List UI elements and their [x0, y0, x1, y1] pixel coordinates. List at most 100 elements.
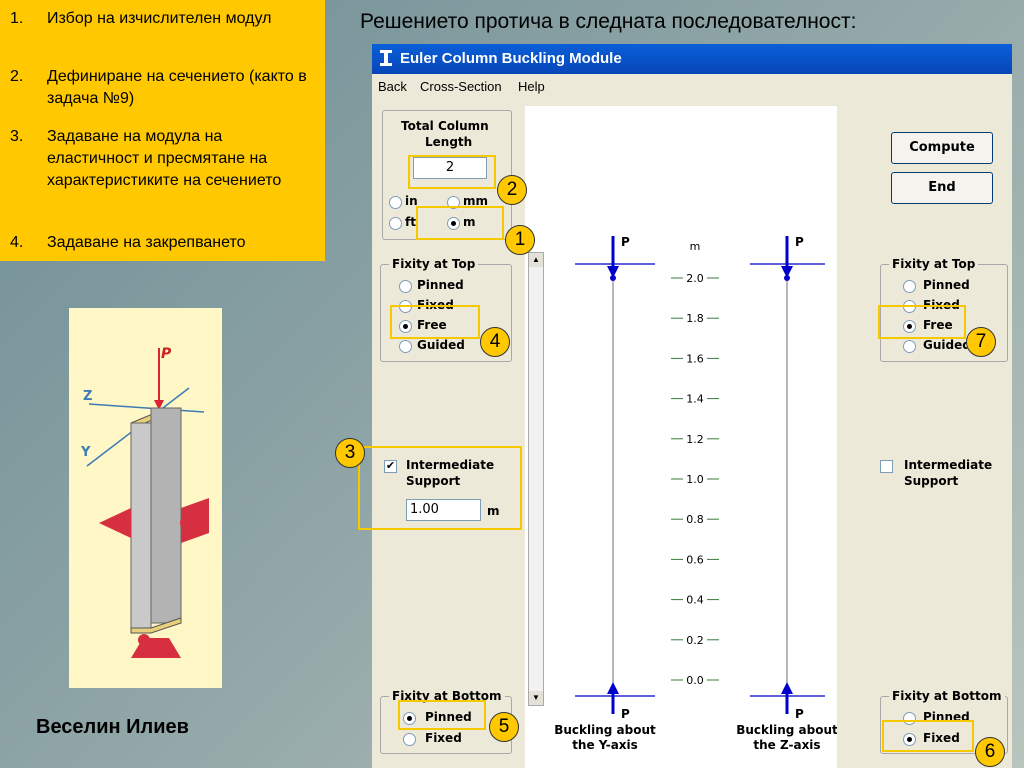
- right-fixity-top-group: Fixity at Top Pinned Fixed Free Guided: [880, 257, 1008, 362]
- intermediate-support-input[interactable]: 1.00: [406, 499, 481, 521]
- left-top-free-radio[interactable]: [399, 320, 412, 333]
- right-top-pinned-radio[interactable]: [903, 280, 916, 293]
- right-top-free-label: Free: [923, 318, 953, 332]
- column-illustration: P Z Y: [69, 308, 222, 688]
- plot-scrollbar[interactable]: ▲ ▼: [528, 252, 544, 706]
- highlight-left-top: [390, 305, 480, 339]
- scale-tick-label: 0.4: [686, 594, 704, 607]
- left-top-pinned-label: Pinned: [417, 278, 464, 292]
- badge-6: 6: [975, 737, 1005, 767]
- buckling-plot: 2.01.81.61.41.21.00.80.60.40.20.0 m P P …: [554, 235, 838, 752]
- length-title-line1: Total Column: [401, 119, 489, 133]
- badge-5: 5: [489, 712, 519, 742]
- scroll-down-icon[interactable]: ▼: [529, 691, 543, 705]
- scale-tick-label: 1.4: [686, 393, 704, 406]
- right-bottom-reaction-label: P: [795, 707, 804, 721]
- left-fixity-bottom-group: Fixity at Bottom Pinned Fixed: [380, 689, 512, 754]
- right-intermediate-support-checkbox[interactable]: [880, 460, 893, 473]
- right-top-guided-label: Guided: [923, 338, 971, 352]
- left-bottom-reaction-label: P: [621, 707, 630, 721]
- window-title: Euler Column Buckling Module: [400, 50, 622, 67]
- highlight-units: [416, 206, 504, 240]
- author-name: Веселин Илиев: [36, 716, 189, 738]
- left-top-guided-radio[interactable]: [399, 340, 412, 353]
- right-bottom-fixed-radio[interactable]: [903, 733, 916, 746]
- intermediate-support-checkbox[interactable]: ✔: [384, 460, 397, 473]
- scale-tick-label: 1.2: [686, 433, 704, 446]
- menu-cross-section[interactable]: Cross-Section: [420, 79, 502, 94]
- scale-unit-label: m: [690, 240, 701, 253]
- right-intermediate-label-line1: Intermediate: [904, 458, 993, 472]
- left-bottom-pinned-label: Pinned: [425, 710, 472, 724]
- left-fixity-top-group: Fixity at Top Pinned Fixed Free Guided: [380, 257, 512, 362]
- unit-in-label: in: [405, 194, 418, 208]
- slide-caption: Решението протича в следната последовате…: [360, 10, 857, 33]
- highlight-left-bottom: [398, 700, 486, 730]
- menu-bar: Back Cross-Section Help: [372, 74, 1012, 100]
- right-intermediate-label-line2: Support: [904, 474, 959, 488]
- scale-tick-label: 0.2: [686, 634, 704, 647]
- load-p-label: P: [161, 346, 172, 362]
- right-fixity-bottom-legend: Fixity at Bottom: [889, 689, 1005, 703]
- euler-window: Euler Column Buckling Module Back Cross-…: [372, 44, 1012, 768]
- left-top-pinned-radio[interactable]: [399, 280, 412, 293]
- window-titlebar[interactable]: Euler Column Buckling Module: [372, 44, 1012, 74]
- menu-back[interactable]: Back: [378, 79, 407, 94]
- unit-in-radio[interactable]: [389, 196, 402, 209]
- badge-2: 2: [497, 175, 527, 205]
- steps-panel: 1. Избор на изчислителен модул 2. Дефини…: [0, 0, 325, 261]
- end-button[interactable]: End: [891, 172, 993, 204]
- scale-tick-label: 0.8: [686, 513, 704, 526]
- scale-tick-label: 1.8: [686, 312, 704, 325]
- intermediate-label-line2: Support: [406, 474, 461, 488]
- right-top-load-label: P: [795, 235, 804, 249]
- menu-help[interactable]: Help: [518, 79, 545, 94]
- scale-tick-label: 1.0: [686, 473, 704, 486]
- badge-3: 3: [335, 438, 365, 468]
- right-top-guided-radio[interactable]: [903, 340, 916, 353]
- left-top-free-label: Free: [417, 318, 447, 332]
- scroll-up-icon[interactable]: ▲: [529, 253, 543, 267]
- highlight-right-bottom: [882, 720, 974, 752]
- unit-ft-radio[interactable]: [389, 217, 402, 230]
- highlight-intermediate: [358, 446, 522, 530]
- unit-m-radio[interactable]: [447, 217, 460, 230]
- scale-tick-label: 0.0: [686, 674, 704, 687]
- unit-ft-label: ft: [405, 215, 416, 229]
- left-bottom-pinned-radio[interactable]: [403, 712, 416, 725]
- app-icon: [380, 50, 392, 66]
- left-caption-line2: the Y-axis: [572, 738, 638, 752]
- highlight-right-top: [878, 305, 966, 339]
- left-bottom-fixed-label: Fixed: [425, 731, 462, 745]
- unit-m-label: m: [463, 215, 476, 229]
- left-fixity-top-legend: Fixity at Top: [389, 257, 479, 271]
- left-bottom-fixed-radio[interactable]: [403, 733, 416, 746]
- highlight-length: [408, 155, 496, 189]
- left-top-guided-label: Guided: [417, 338, 465, 352]
- axis-z-label: Z: [83, 389, 92, 404]
- right-fixity-top-legend: Fixity at Top: [889, 257, 979, 271]
- compute-button[interactable]: Compute: [891, 132, 993, 164]
- badge-1: 1: [505, 225, 535, 255]
- axis-y-label: Y: [80, 445, 91, 460]
- right-caption-line2: the Z-axis: [753, 738, 820, 752]
- badge-7: 7: [966, 327, 996, 357]
- length-title-line2: Length: [425, 135, 473, 149]
- right-caption-line1: Buckling about: [736, 723, 837, 737]
- right-top-free-radio[interactable]: [903, 320, 916, 333]
- intermediate-unit-label: m: [487, 504, 500, 518]
- badge-4: 4: [480, 327, 510, 357]
- left-top-load-label: P: [621, 235, 630, 249]
- right-top-pinned-label: Pinned: [923, 278, 970, 292]
- scale-tick-label: 0.6: [686, 553, 704, 566]
- scale-tick-label: 2.0: [686, 272, 704, 285]
- right-bottom-fixed-label: Fixed: [923, 731, 960, 745]
- left-fixity-bottom-legend: Fixity at Bottom: [389, 689, 505, 703]
- left-caption-line1: Buckling about: [554, 723, 656, 737]
- unit-mm-radio[interactable]: [447, 196, 460, 209]
- length-group: Total Column Length 2 in mm ft m: [382, 110, 512, 240]
- scale-tick-label: 1.6: [686, 352, 704, 365]
- intermediate-label-line1: Intermediate: [406, 458, 495, 472]
- length-input[interactable]: 2: [413, 157, 487, 179]
